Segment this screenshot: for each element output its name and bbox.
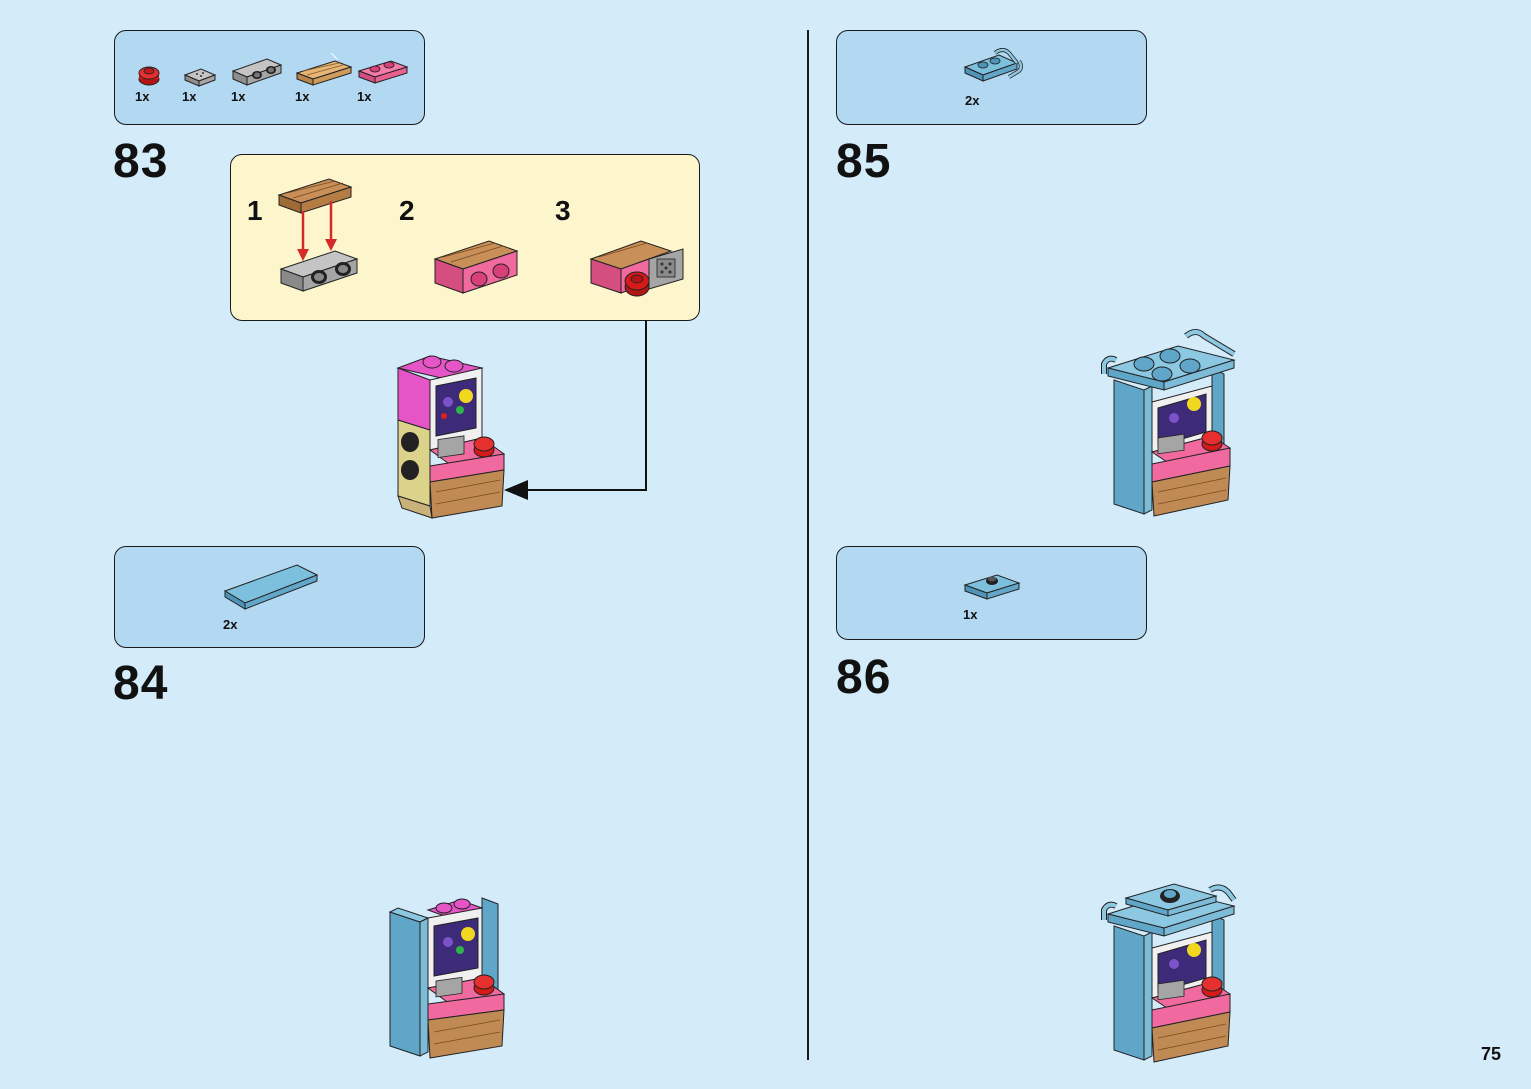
- substep-box: 1 2 3: [230, 154, 700, 321]
- tan-wood-plate-icon: [295, 52, 353, 86]
- light-blue-handle-plate-icon: [963, 48, 1023, 82]
- step-number: 83: [113, 135, 169, 188]
- light-blue-tile-icon: [223, 564, 319, 610]
- part-qty: 1x: [182, 89, 197, 104]
- arcade-cabinet-model-83: [396, 355, 506, 519]
- substep-number: 3: [555, 195, 571, 226]
- arcade-cabinet-model-86: [1101, 883, 1237, 1063]
- part-qty: 2x: [223, 617, 238, 632]
- light-blue-jumper-plate-icon: [963, 574, 1021, 600]
- page-divider: [807, 30, 809, 1060]
- red-round-1x1-icon: [138, 66, 160, 86]
- callout-arrow: [504, 320, 647, 500]
- substep-2-illustration: [433, 240, 519, 294]
- part-qty: 1x: [295, 89, 310, 104]
- arcade-cabinet-model-84: [388, 897, 506, 1059]
- part-qty: 2x: [965, 93, 980, 108]
- step-86-parts-box: 1x: [836, 546, 1147, 640]
- substep-3-illustration: [589, 240, 684, 297]
- step-number: 85: [836, 135, 892, 188]
- grey-bracket-plate-icon: [231, 58, 283, 86]
- arcade-cabinet-model-85: [1101, 329, 1236, 517]
- substep-1-illustration: [277, 178, 359, 292]
- step-number: 84: [113, 657, 169, 710]
- page-number: 75: [1480, 1044, 1501, 1064]
- step-84-parts-box: 2x: [114, 546, 425, 648]
- part-qty: 1x: [231, 89, 246, 104]
- grey-grille-tile-icon: [183, 68, 217, 87]
- step-number: 86: [836, 651, 892, 704]
- part-qty: 1x: [135, 89, 150, 104]
- substep-number: 2: [399, 195, 415, 226]
- step-85-parts-box: 2x: [836, 30, 1147, 125]
- step-83-parts-box: 1x 1x 1x 1x 1x: [114, 30, 425, 125]
- pink-plate-1x2-icon: [357, 60, 409, 84]
- part-qty: 1x: [963, 607, 978, 622]
- substep-number: 1: [247, 195, 263, 226]
- part-qty: 1x: [357, 89, 372, 104]
